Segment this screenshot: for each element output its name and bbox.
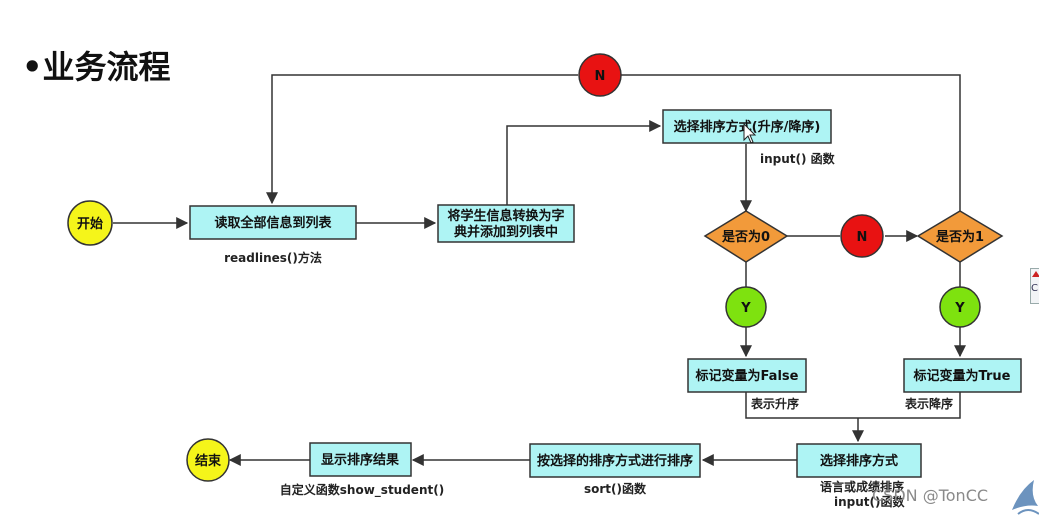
desc-note: 表示降序 [904,396,953,411]
show-result-label: 显示排序结果 [321,452,399,468]
edges [113,74,966,466]
y-left-label: Y [740,301,751,316]
do-sort-node: 按选择的排序方式进行排序 [529,443,701,478]
read-label: 读取全部信息到列表 [214,215,332,231]
edge-false-merge [745,392,961,419]
input-note-2: input()函数 [834,494,905,509]
start-label: 开始 [77,216,103,232]
choose-method-label: 选择排序方式 [820,453,898,469]
flag-false-node: 标记变量为False [687,358,807,393]
n-mid-label: N [857,230,868,245]
n-mid-circle: N [840,214,884,258]
input-note: input() 函数 [760,151,836,166]
lang-score-note: 语言或成绩排序 [820,479,904,494]
y-left-circle: Y [725,286,767,328]
warning-triangle-icon [1032,271,1039,277]
y-right-label: Y [954,301,965,316]
page-title: •业务流程 [22,42,170,88]
choose-method-node: 选择排序方式 [796,443,922,478]
is-one-label: 是否为1 [935,229,984,245]
start-node: 开始 [67,200,113,246]
n-top-circle: N [578,53,622,97]
corner-logo-icon [1012,480,1039,515]
watermark: CSDN @TonCC [872,486,989,505]
title-text: 业务流程 [42,48,171,86]
is-zero-label: 是否为0 [721,229,770,245]
sort-fn-note: sort()函数 [584,481,647,496]
custom-fn-note: 自定义函数show_student() [280,482,444,498]
flag-true-node: 标记变量为True [903,358,1022,393]
readlines-note: readlines()方法 [224,250,322,265]
bullet: • [22,48,43,86]
mouse-cursor-icon [743,122,757,144]
flag-false-label: 标记变量为False [695,368,799,384]
flag-true-label: 标记变量为True [913,368,1011,384]
do-sort-label: 按选择的排序方式进行排序 [537,453,693,469]
asc-note: 表示升序 [750,396,799,411]
edge-isone-ntop [621,74,961,211]
y-right-circle: Y [939,286,981,328]
is-zero-decision: 是否为0 [703,210,789,263]
convert-node: 将学生信息转换为字 典并添加到列表中 [437,204,575,243]
edge-ntop-read [266,74,578,205]
is-one-decision: 是否为1 [916,210,1004,263]
read-node: 读取全部信息到列表 [189,205,357,240]
n-top-label: N [595,69,606,84]
side-toolbar-widget[interactable]: C [1030,268,1039,304]
end-node: 结束 [186,438,230,482]
edge-convert-choose [506,120,662,205]
end-label: 结束 [195,453,222,469]
convert-label-2: 典并添加到列表中 [454,224,558,240]
convert-label-1: 将学生信息转换为字 [447,208,564,224]
c-glyph-icon: C [1031,283,1038,294]
show-result-node: 显示排序结果 [309,442,412,477]
